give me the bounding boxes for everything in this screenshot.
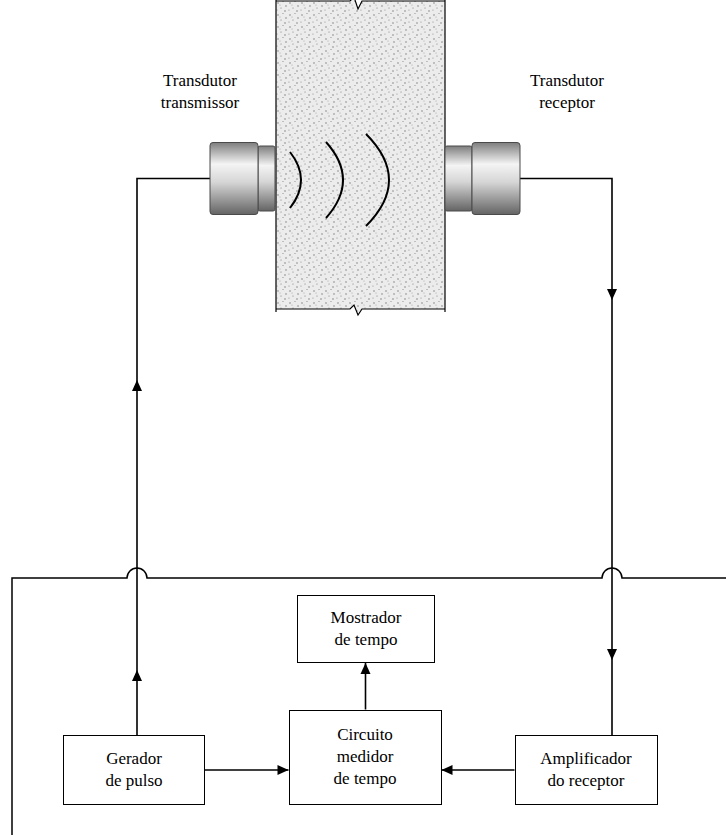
transducer-body bbox=[210, 142, 275, 215]
ultrasonic-transducer: Transdutor receptor bbox=[445, 142, 520, 215]
signal-wire bbox=[520, 179, 612, 736]
box-label: Mostrador de tempo bbox=[324, 607, 409, 651]
wave-arc bbox=[326, 142, 343, 218]
transducer-face bbox=[445, 146, 472, 211]
wave-arc bbox=[290, 152, 301, 208]
process-box: Mostrador de tempo bbox=[297, 595, 435, 663]
signal-wire-group bbox=[442, 765, 515, 775]
signal-wire-group bbox=[205, 765, 289, 775]
transducer-housing bbox=[472, 143, 520, 215]
process-box: Amplificador do receptor bbox=[515, 735, 658, 805]
signal-wire bbox=[137, 179, 210, 736]
arrowhead bbox=[607, 289, 617, 300]
arrowhead bbox=[361, 663, 371, 674]
signal-wire-group bbox=[520, 179, 617, 736]
box-text: Amplificador do receptor bbox=[536, 748, 636, 792]
signal-wire-group bbox=[361, 663, 371, 710]
arrowhead bbox=[132, 670, 142, 681]
box-label: Circuito medidor de tempo bbox=[330, 724, 400, 790]
concrete-specimen bbox=[276, 0, 445, 313]
arrowhead bbox=[442, 765, 453, 775]
transducer-body bbox=[445, 142, 520, 215]
process-box: Gerador de pulso bbox=[63, 735, 205, 805]
transducer-face bbox=[258, 146, 275, 211]
box-label: Amplificador do receptor bbox=[536, 748, 636, 792]
instrument-housing bbox=[12, 568, 726, 835]
ultrasonic-waves bbox=[290, 134, 389, 226]
arrowhead bbox=[278, 765, 289, 775]
box-text: Gerador de pulso bbox=[99, 748, 169, 792]
signal-wire bbox=[205, 769, 289, 771]
box-text: Mostrador de tempo bbox=[324, 607, 409, 651]
transducer-housing bbox=[210, 143, 258, 215]
process-box: Circuito medidor de tempo bbox=[289, 710, 442, 805]
ultrasonic-transducer: Transdutor transmissor bbox=[210, 142, 275, 215]
wave-arc bbox=[366, 134, 389, 226]
signal-wire-group bbox=[132, 179, 210, 736]
transducer-label: Transdutor transmissor bbox=[153, 70, 248, 114]
box-text: Circuito medidor de tempo bbox=[330, 724, 400, 790]
arrowhead bbox=[607, 649, 617, 660]
specimen-outline bbox=[276, 0, 445, 315]
arrowhead bbox=[132, 380, 142, 391]
box-label: Gerador de pulso bbox=[99, 748, 169, 792]
transducer-label: Transdutor receptor bbox=[520, 70, 615, 114]
